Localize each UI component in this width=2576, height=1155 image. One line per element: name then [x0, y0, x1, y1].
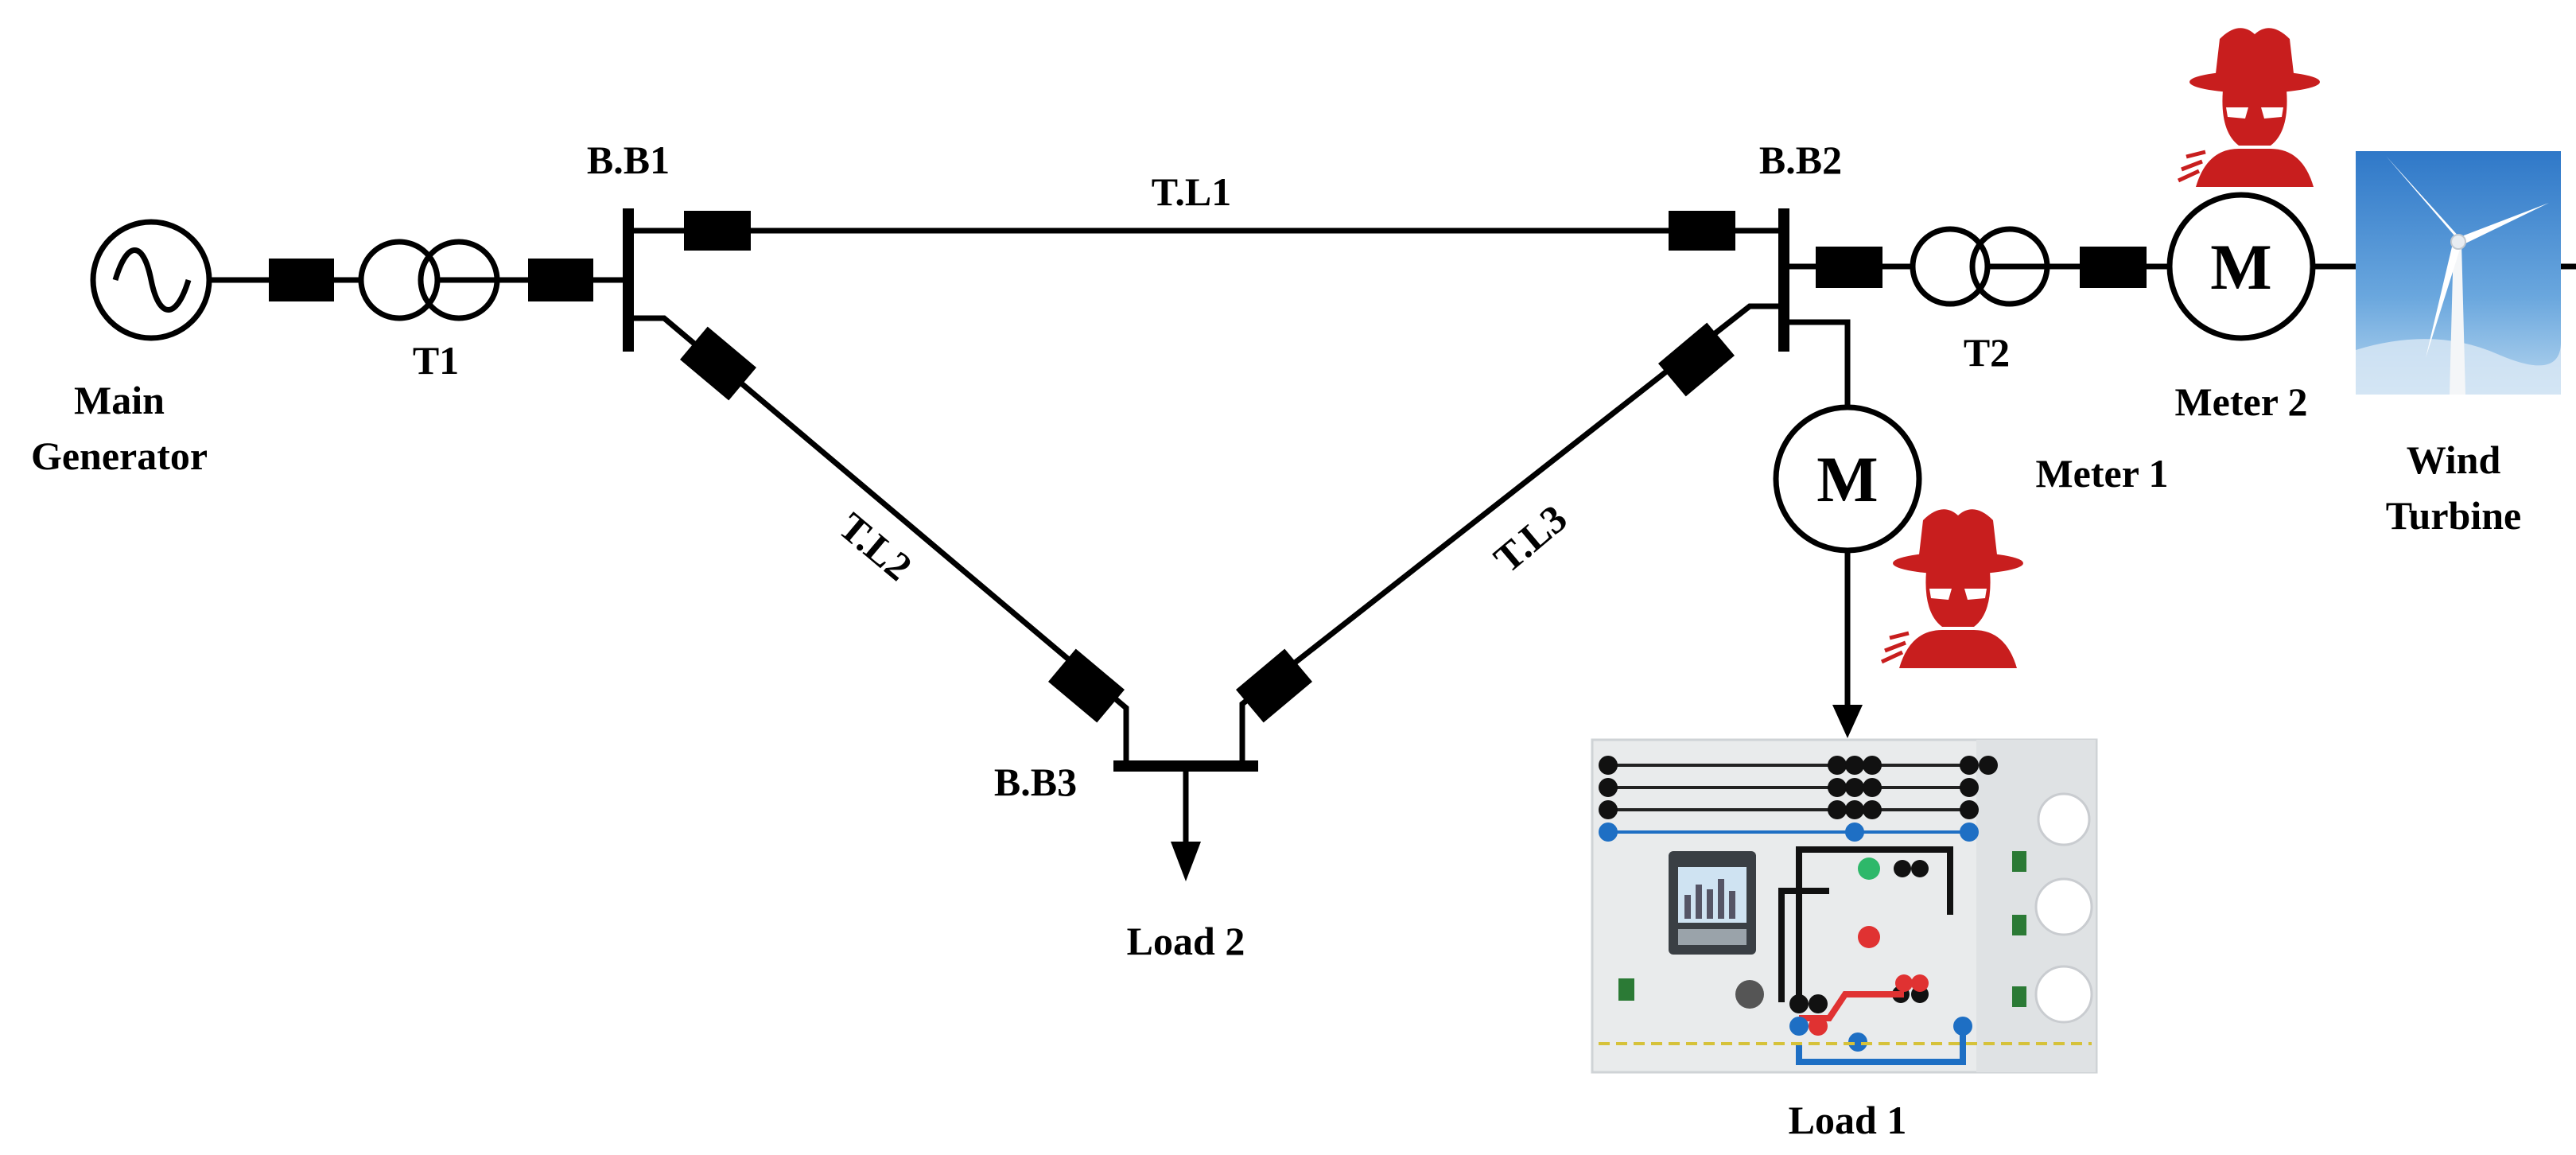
meter1-symbol: M	[1816, 443, 1878, 515]
transformer-t1	[358, 239, 500, 321]
tl1-label: T.L1	[1152, 169, 1232, 214]
meter-1: M	[1773, 404, 1922, 554]
wind-turbine-label-line1: Wind	[2407, 438, 2501, 482]
meter-2: M	[2166, 192, 2316, 341]
transformer-t2	[1910, 226, 2050, 307]
breaker-t2-meter2	[2080, 247, 2147, 288]
main-generator-label-line2: Generator	[31, 434, 208, 478]
transmission-line-tl3	[1239, 303, 1784, 762]
meter1-label: Meter 1	[2035, 451, 2168, 496]
breaker-bb2-t2	[1816, 247, 1882, 288]
hacker-icon	[2177, 28, 2320, 187]
wind-turbine-photo	[2356, 151, 2561, 395]
load2-label: Load 2	[1127, 919, 1245, 963]
bb3-label: B.B3	[994, 760, 1077, 804]
tl3-label: T.L3	[1486, 496, 1576, 581]
wind-turbine-label-line2: Turbine	[2386, 493, 2521, 538]
breaker-tl1-bb1	[684, 211, 751, 251]
bb2-label: B.B2	[1759, 138, 1842, 182]
breaker-t1-bb1	[528, 259, 593, 301]
load1-branch-wire	[1784, 319, 1851, 415]
t1-label: T1	[413, 338, 459, 383]
bb1-label: B.B1	[587, 138, 670, 182]
main-generator	[90, 219, 212, 341]
t2-label: T2	[1964, 330, 2010, 375]
breaker-tl1-bb2	[1669, 211, 1735, 251]
load1-arrow-icon	[1832, 705, 1863, 738]
main-generator-label-line1: Main	[74, 378, 165, 422]
breaker-tl2-bb1	[680, 326, 756, 401]
load2-arrow-icon	[1171, 842, 1201, 881]
breaker-tl3-bb2	[1658, 322, 1735, 397]
breaker-gen-t1	[269, 259, 334, 301]
load1-label: Load 1	[1789, 1098, 1907, 1142]
breaker-tl3-bb3	[1236, 648, 1312, 723]
sine-wave-icon	[112, 247, 192, 313]
tl2-label: T.L2	[830, 504, 920, 589]
hacker-icon	[1880, 509, 2023, 668]
meter2-symbol: M	[2210, 231, 2271, 303]
transmission-line-tl2	[628, 315, 1129, 762]
breaker-tl2-bb3	[1048, 648, 1125, 723]
load-panel-photo	[1591, 738, 2098, 1074]
meter2-label: Meter 2	[2174, 379, 2307, 424]
meter-icon	[2166, 192, 2316, 341]
